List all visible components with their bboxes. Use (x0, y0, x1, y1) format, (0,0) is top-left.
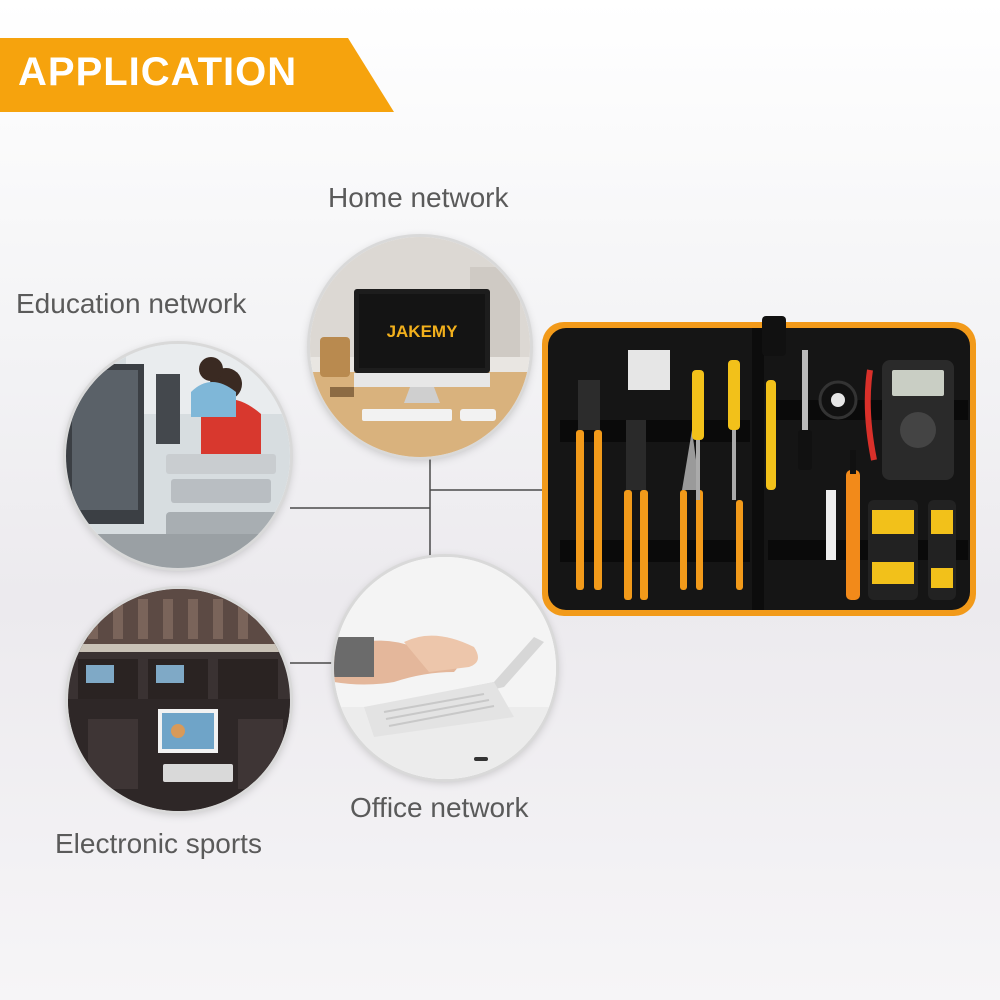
office-network-photo (334, 557, 556, 779)
home-network-photo: JAKEMY (310, 237, 530, 457)
monitor-brand-text: JAKEMY (387, 322, 459, 341)
home-network-label: Home network (328, 182, 509, 213)
application-banner (0, 38, 400, 112)
tool-kit-bag-icon (542, 316, 976, 616)
tool-kit-bag (540, 310, 980, 620)
education-network-photo (66, 344, 290, 568)
electronic-sports-photo (68, 589, 290, 811)
electronic-sports-label: Electronic sports (55, 828, 262, 859)
banner-title: APPLICATION (18, 50, 298, 94)
education-network-label: Education network (16, 288, 247, 319)
office-network-label: Office network (350, 792, 529, 823)
